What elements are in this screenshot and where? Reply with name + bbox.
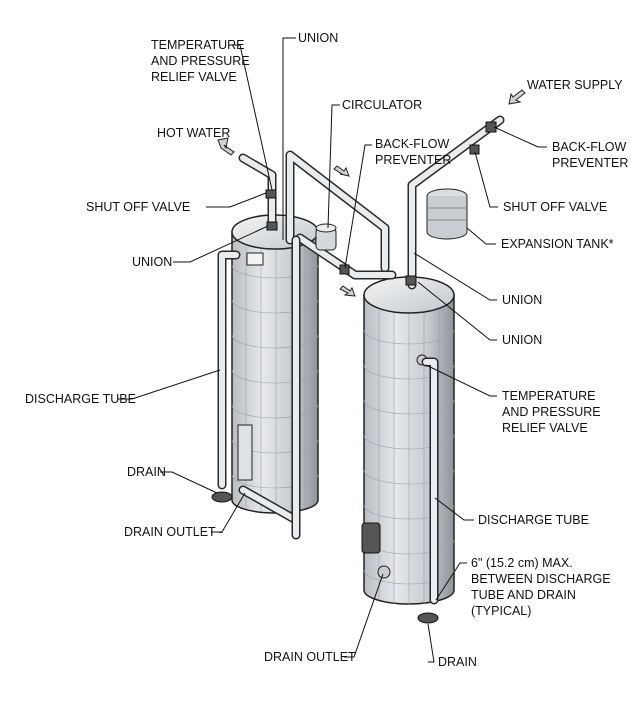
- label-water-supply: WATER SUPPLY: [527, 78, 623, 92]
- floor-drains: [211, 491, 439, 624]
- flow-arrows: [217, 89, 526, 297]
- callout-labels: TEMPERATURE AND PRESSURE RELIEF VALVE UN…: [25, 31, 628, 669]
- label-backflow-right-2: PREVENTER: [552, 156, 628, 170]
- label-shutoff-right: SHUT OFF VALVE: [503, 200, 607, 214]
- label-union-right-2: UNION: [502, 333, 542, 347]
- label-tp-valve-right-2: AND PRESSURE: [502, 405, 601, 419]
- label-tp-valve-right-3: RELIEF VALVE: [502, 421, 588, 435]
- label-tp-valve-right-1: TEMPERATURE: [502, 389, 596, 403]
- label-union-left: UNION: [132, 255, 172, 269]
- circulator-pump: [315, 223, 337, 251]
- label-discharge-left: DISCHARGE TUBE: [25, 392, 136, 406]
- label-note-max-1: 6" (15.2 cm) MAX.: [471, 556, 573, 570]
- label-tp-valve-left-1: TEMPERATURE: [151, 38, 245, 52]
- label-union-right-1: UNION: [502, 293, 542, 307]
- label-backflow-mid-2: PREVENTER: [375, 153, 451, 167]
- label-tp-valve-left-3: RELIEF VALVE: [151, 70, 237, 84]
- label-union-top: UNION: [298, 31, 338, 45]
- label-backflow-right-1: BACK-FLOW: [552, 140, 627, 154]
- label-hot-water: HOT WATER: [157, 126, 230, 140]
- label-backflow-mid-1: BACK-FLOW: [375, 137, 450, 151]
- label-circulator: CIRCULATOR: [342, 98, 422, 112]
- label-drain-outlet-left: DRAIN OUTLET -: [124, 525, 223, 539]
- expansion-tank: [426, 188, 468, 240]
- label-note-max-2: BETWEEN DISCHARGE: [471, 572, 611, 586]
- right-water-heater: [361, 276, 455, 605]
- label-tp-valve-left-2: AND PRESSURE: [151, 54, 250, 68]
- piping: [217, 115, 505, 605]
- label-note-max-3: TUBE AND DRAIN: [471, 588, 576, 602]
- label-discharge-right: DISCHARGE TUBE: [478, 513, 589, 527]
- label-expansion-tank: EXPANSION TANK*: [501, 237, 614, 251]
- valves: [265, 121, 497, 286]
- label-drain-left: DRAIN: [127, 465, 166, 479]
- left-water-heater: [231, 214, 319, 514]
- leader-lines: [118, 37, 547, 663]
- label-drain-outlet-bottom: DRAIN OUTLET: [264, 650, 356, 664]
- label-drain-bottom: DRAIN: [438, 655, 477, 669]
- label-note-max-4: (TYPICAL): [471, 604, 531, 618]
- label-shutoff-left: SHUT OFF VALVE: [86, 200, 190, 214]
